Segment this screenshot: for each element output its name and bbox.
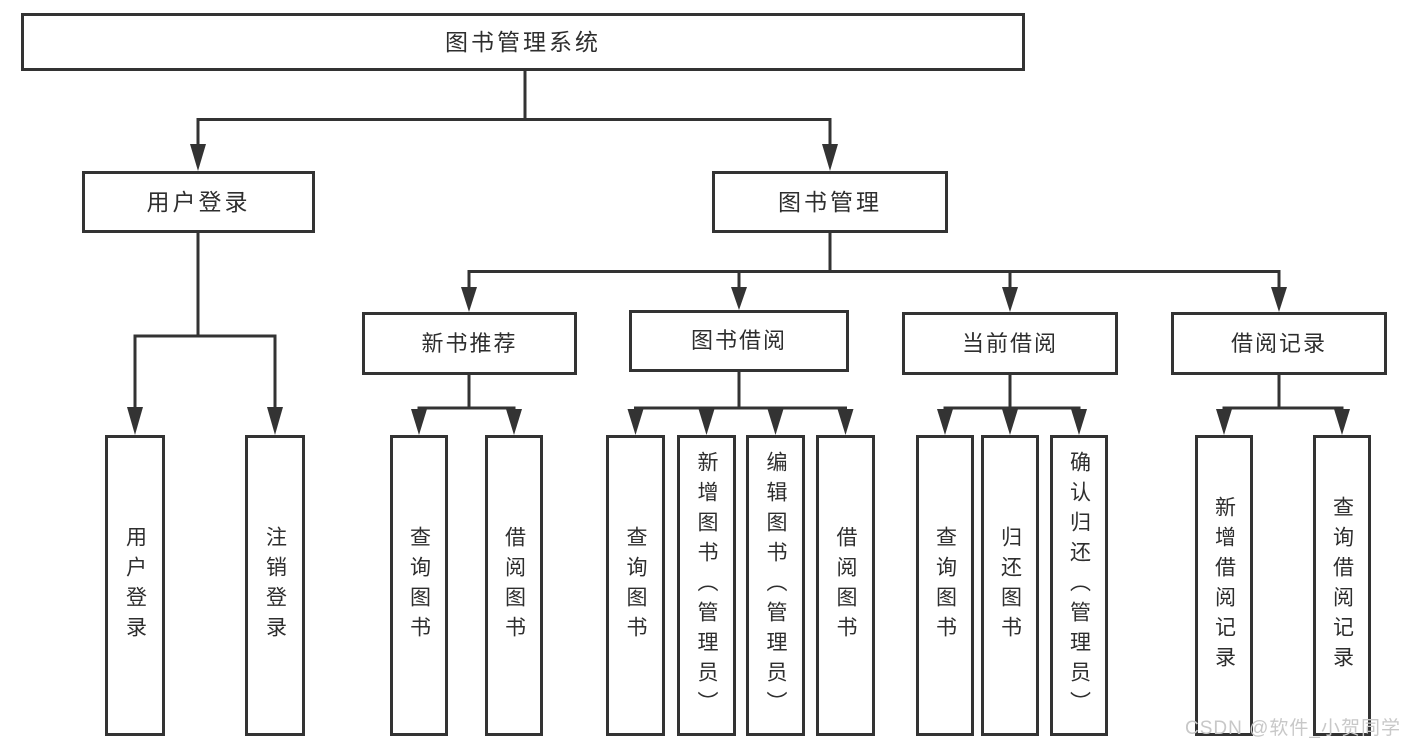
leaf-return-books-label: 归还图书 [998,525,1022,646]
node-new-book-recommend: 新书推荐 [362,312,577,375]
node-library-system-label: 图书管理系统 [445,28,601,55]
arrowhead [767,409,784,435]
arrowhead [1002,287,1018,312]
node-user-login: 用户登录 [82,171,315,233]
node-book-borrow-label: 图书借阅 [690,328,787,353]
leaf-borrow-borrow-books-label: 借阅图书 [834,525,857,646]
leaf-return-books: 归还图书 [981,435,1039,736]
node-library-system: 图书管理系统 [21,13,1025,71]
arrowhead [1271,287,1287,312]
connector-management-to-level3 [467,233,1281,290]
arrowhead [190,144,206,171]
leaf-borrow-query-books-label: 查询图书 [624,525,647,646]
leaf-current-query-books: 查询图书 [916,435,974,736]
arrowhead [822,144,838,171]
leaf-user-login: 用户登录 [105,435,165,736]
leaf-logout: 注销登录 [245,435,305,736]
leaf-edit-book-admin-label: 编辑图书（管理员） [764,450,787,721]
arrowhead [937,409,953,435]
arrowhead [127,407,143,435]
leaf-logout-label: 注销登录 [263,525,287,646]
leaf-add-borrow-record-label: 新增借阅记录 [1212,495,1236,676]
connector-root-to-level2 [196,70,832,146]
connector-level3-to-leaves [417,372,1344,410]
node-book-borrow: 图书借阅 [629,310,849,372]
leaf-confirm-return-admin-label: 确认归还（管理员） [1067,450,1091,721]
leaf-recommend-query-books: 查询图书 [390,435,448,736]
arrowhead [1002,409,1018,435]
leaf-recommend-query-books-label: 查询图书 [407,525,431,646]
node-user-login-label: 用户登录 [146,188,251,215]
leaf-borrow-borrow-books: 借阅图书 [816,435,875,736]
leaf-add-borrow-record: 新增借阅记录 [1195,435,1253,736]
leaf-query-borrow-record-label: 查询借阅记录 [1330,495,1354,676]
node-borrow-records: 借阅记录 [1171,312,1387,375]
node-borrow-records-label: 借阅记录 [1230,330,1327,356]
arrowhead [731,287,747,310]
leaf-current-query-books-label: 查询图书 [933,525,957,646]
node-new-book-recommend-label: 新书推荐 [421,330,518,356]
arrowheads [127,144,1350,435]
watermark: CSDN @软件_小贺同学 [1185,718,1401,739]
leaf-add-book-admin: 新增图书（管理员） [677,435,736,736]
arrowhead [267,407,283,435]
node-book-management: 图书管理 [712,171,948,233]
arrowhead [837,409,854,435]
leaf-edit-book-admin: 编辑图书（管理员） [746,435,805,736]
node-book-management-label: 图书管理 [778,188,882,215]
leaf-recommend-borrow-books: 借阅图书 [485,435,543,736]
connector-login-to-children [133,233,277,411]
leaf-confirm-return-admin: 确认归还（管理员） [1050,435,1108,736]
node-current-borrow-label: 当前借阅 [961,330,1058,356]
leaf-user-login-label: 用户登录 [123,525,147,646]
arrowhead [1216,409,1232,435]
node-current-borrow: 当前借阅 [902,312,1118,375]
arrowhead [461,287,477,312]
arrowhead [1071,409,1087,435]
leaf-add-book-admin-label: 新增图书（管理员） [695,450,718,721]
arrowhead [506,409,522,435]
leaf-borrow-query-books: 查询图书 [606,435,665,736]
arrowhead [627,409,644,435]
leaf-query-borrow-record: 查询借阅记录 [1313,435,1371,736]
arrowhead [1334,409,1350,435]
leaf-recommend-borrow-books-label: 借阅图书 [502,525,526,646]
arrowhead [698,409,715,435]
connector-lines [133,70,1344,411]
arrowhead [411,409,427,435]
